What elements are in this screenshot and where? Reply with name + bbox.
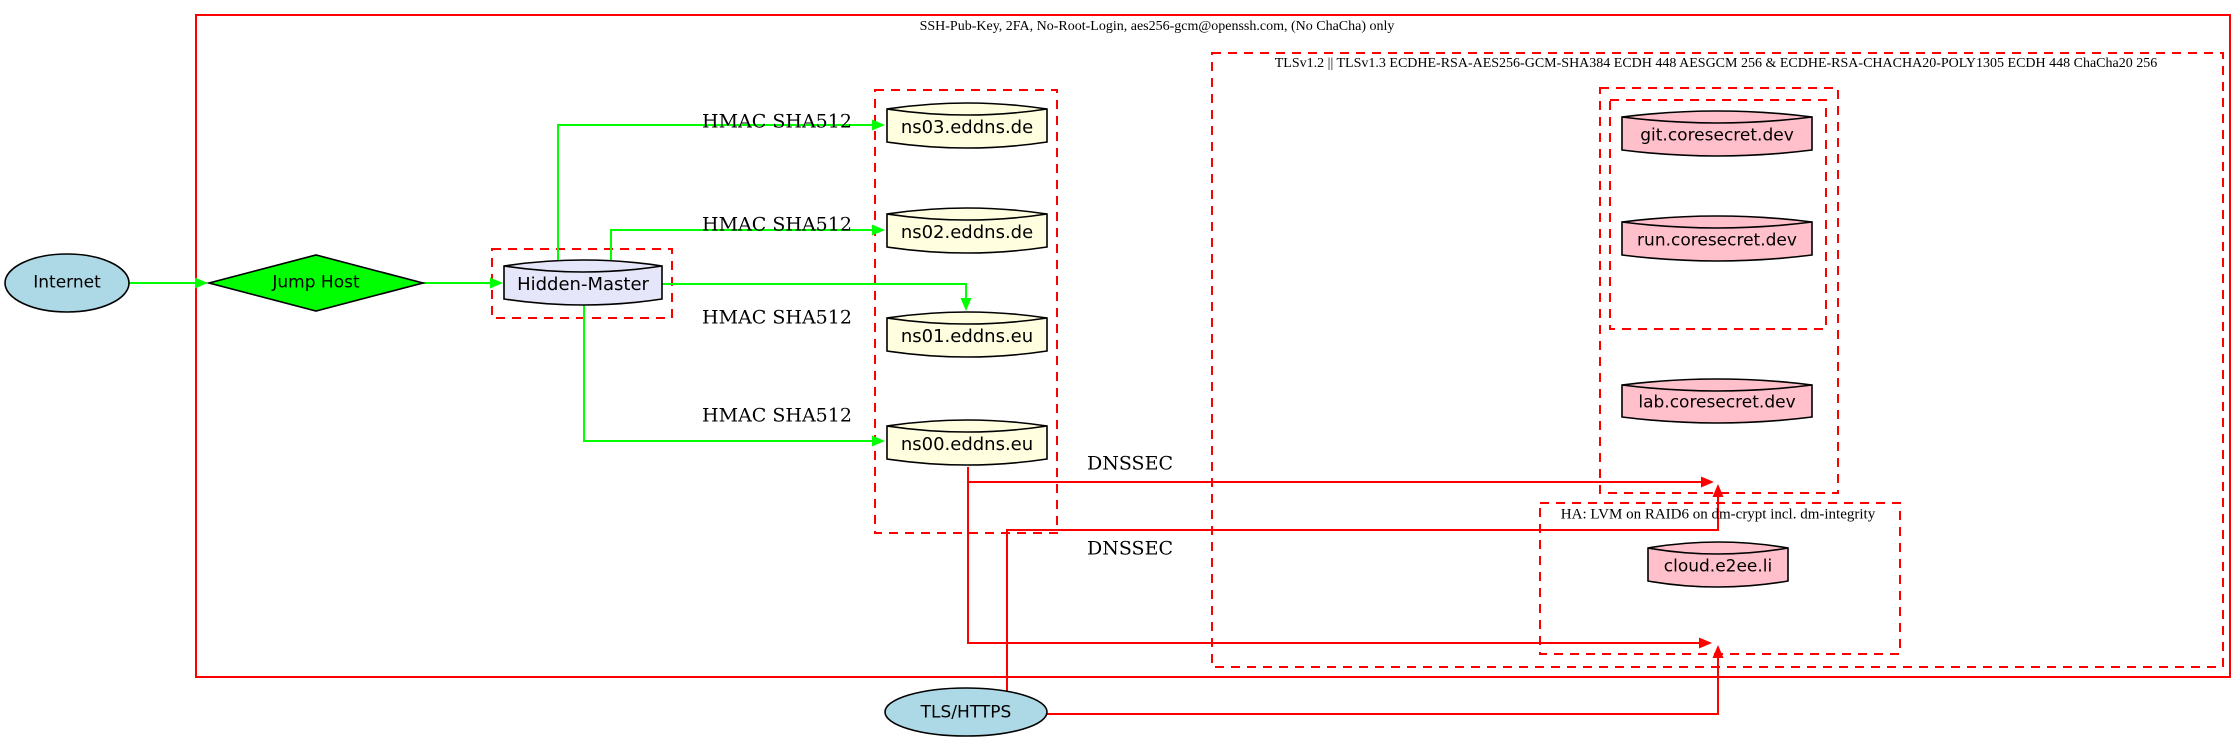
- git-node: [1621, 110, 1813, 157]
- cloud-label: cloud.e2ee.li: [1663, 556, 1773, 577]
- git-run-cluster-box: [1609, 99, 1827, 330]
- internet-label: Internet: [33, 272, 101, 293]
- lab-label: lab.coresecret.dev: [1638, 392, 1796, 413]
- red-arrowheads: [1699, 476, 1724, 658]
- tls-https-node: [884, 687, 1048, 737]
- hidden-master-label: Hidden-Master: [517, 274, 649, 295]
- ns01-label: ns01.eddns.eu: [900, 326, 1034, 347]
- git-label: git.coresecret.dev: [1640, 125, 1794, 146]
- tls-https-label: TLS/HTTPS: [920, 702, 1012, 723]
- coresecret-cluster-box: [1599, 87, 1839, 494]
- cluster-boxes: [195, 14, 2231, 678]
- arrowhead-jumphost: [195, 277, 208, 289]
- ssh-cluster-label: SSH-Pub-Key, 2FA, No-Root-Login, aes256-…: [919, 19, 1395, 34]
- hidden-master-node: [503, 259, 663, 306]
- edge-hm-ns02: [610, 229, 872, 261]
- nodes: [4, 102, 1813, 737]
- ns02-label: ns02.eddns.de: [900, 222, 1034, 243]
- ns03-label: ns03.eddns.de: [900, 117, 1034, 138]
- hmac-label-4: HMAC SHA512: [702, 404, 852, 427]
- edge-dnssec-to-coresecret: [967, 467, 1701, 483]
- edge-dnssec-to-cloud: [967, 482, 1699, 644]
- ns02-node: [886, 207, 1048, 254]
- hmac-label-3: HMAC SHA512: [702, 306, 852, 329]
- tls-cluster-label: TLSv1.2 || TLSv1.3 ECDHE-RSA-AES256-GCM-…: [1274, 56, 2158, 71]
- jump-host-label: Jump Host: [272, 272, 360, 293]
- ns-nodes: [886, 102, 1048, 466]
- run-node: [1621, 215, 1813, 262]
- edge-hm-ns00: [583, 303, 872, 442]
- arrowhead-ns01: [960, 298, 972, 311]
- run-label: run.coresecret.dev: [1637, 230, 1797, 251]
- ns01-node: [886, 311, 1048, 358]
- dnssec-label-2: DNSSEC: [1087, 537, 1173, 560]
- internet-node: [4, 253, 130, 313]
- ns-cluster-box: [874, 89, 1058, 534]
- edge-hm-ns03: [557, 124, 872, 261]
- green-arrowheads: [195, 119, 972, 447]
- ssh-cluster-box: [195, 14, 2231, 678]
- lab-node: [1621, 378, 1813, 424]
- jump-host-node: [205, 254, 427, 312]
- ns00-node: [886, 419, 1048, 466]
- arrowhead-dnssec-coresecret: [1701, 476, 1714, 488]
- ns03-node: [886, 102, 1048, 149]
- ha-cluster-label: HA: LVM on RAID6 on dm-crypt incl. dm-in…: [1560, 506, 1876, 523]
- arrowhead-tls-cloud: [1712, 645, 1724, 658]
- dnssec-label-1: DNSSEC: [1087, 452, 1173, 475]
- red-edges: [967, 467, 1719, 715]
- hmac-label-2: HMAC SHA512: [702, 213, 852, 236]
- arrowhead-hiddenmaster: [490, 277, 503, 289]
- arrowhead-dnssec-cloud: [1699, 637, 1712, 649]
- edge-tls-to-cloud: [1047, 658, 1719, 715]
- arrowhead-ns00: [872, 435, 885, 447]
- edge-tls-to-coresecret: [1006, 497, 1719, 691]
- ns00-label: ns00.eddns.eu: [900, 434, 1034, 455]
- cloud-node: [1647, 541, 1789, 588]
- arrowhead-tls-coresecret: [1712, 484, 1724, 497]
- arrowhead-ns03: [872, 119, 885, 131]
- arrowhead-ns02: [872, 224, 885, 236]
- hmac-label-1: HMAC SHA512: [702, 110, 852, 133]
- green-edges: [129, 124, 967, 442]
- edge-hm-ns01: [662, 283, 967, 298]
- pink-nodes: [1621, 110, 1813, 588]
